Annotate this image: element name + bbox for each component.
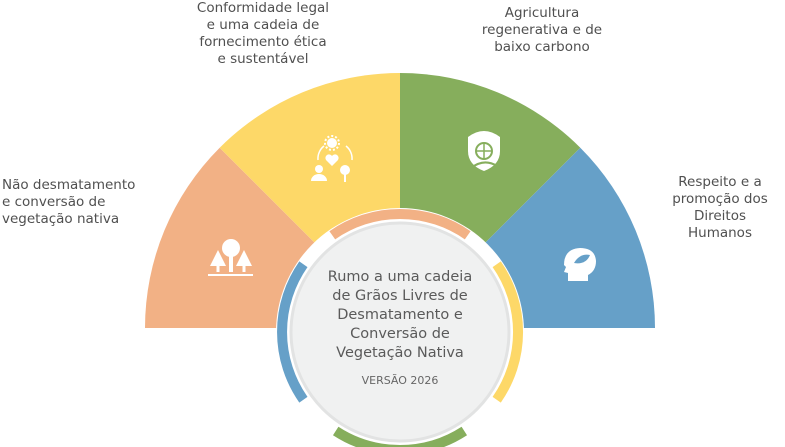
shield-leaf-icon bbox=[468, 131, 500, 171]
head-leaf-icon bbox=[564, 248, 596, 281]
version-label: VERSÃO 2026 bbox=[361, 374, 439, 387]
ring-arc-green bbox=[332, 426, 468, 447]
ring-arc-orange bbox=[329, 208, 471, 240]
community-nature-icon bbox=[311, 135, 353, 182]
pillar-label-legal-compliance: Conformidade legal e uma cadeia de forne… bbox=[196, 0, 330, 67]
center-title: Rumo a uma cadeia de Grãos Livres de Des… bbox=[327, 269, 473, 361]
pillar-label-regenerative-agriculture: Agricultura regenerativa e de baixo carb… bbox=[481, 5, 603, 55]
pillar-label-no-deforestation: Não desmatamento e conversão de vegetaçã… bbox=[2, 177, 136, 227]
ring-arc-yellow bbox=[492, 261, 524, 403]
pillar-label-human-rights: Respeito e a promoção dos Direitos Human… bbox=[672, 174, 768, 241]
ring-arc-blue bbox=[277, 261, 308, 403]
center-circle bbox=[289, 221, 511, 443]
forest-icon bbox=[208, 239, 253, 276]
